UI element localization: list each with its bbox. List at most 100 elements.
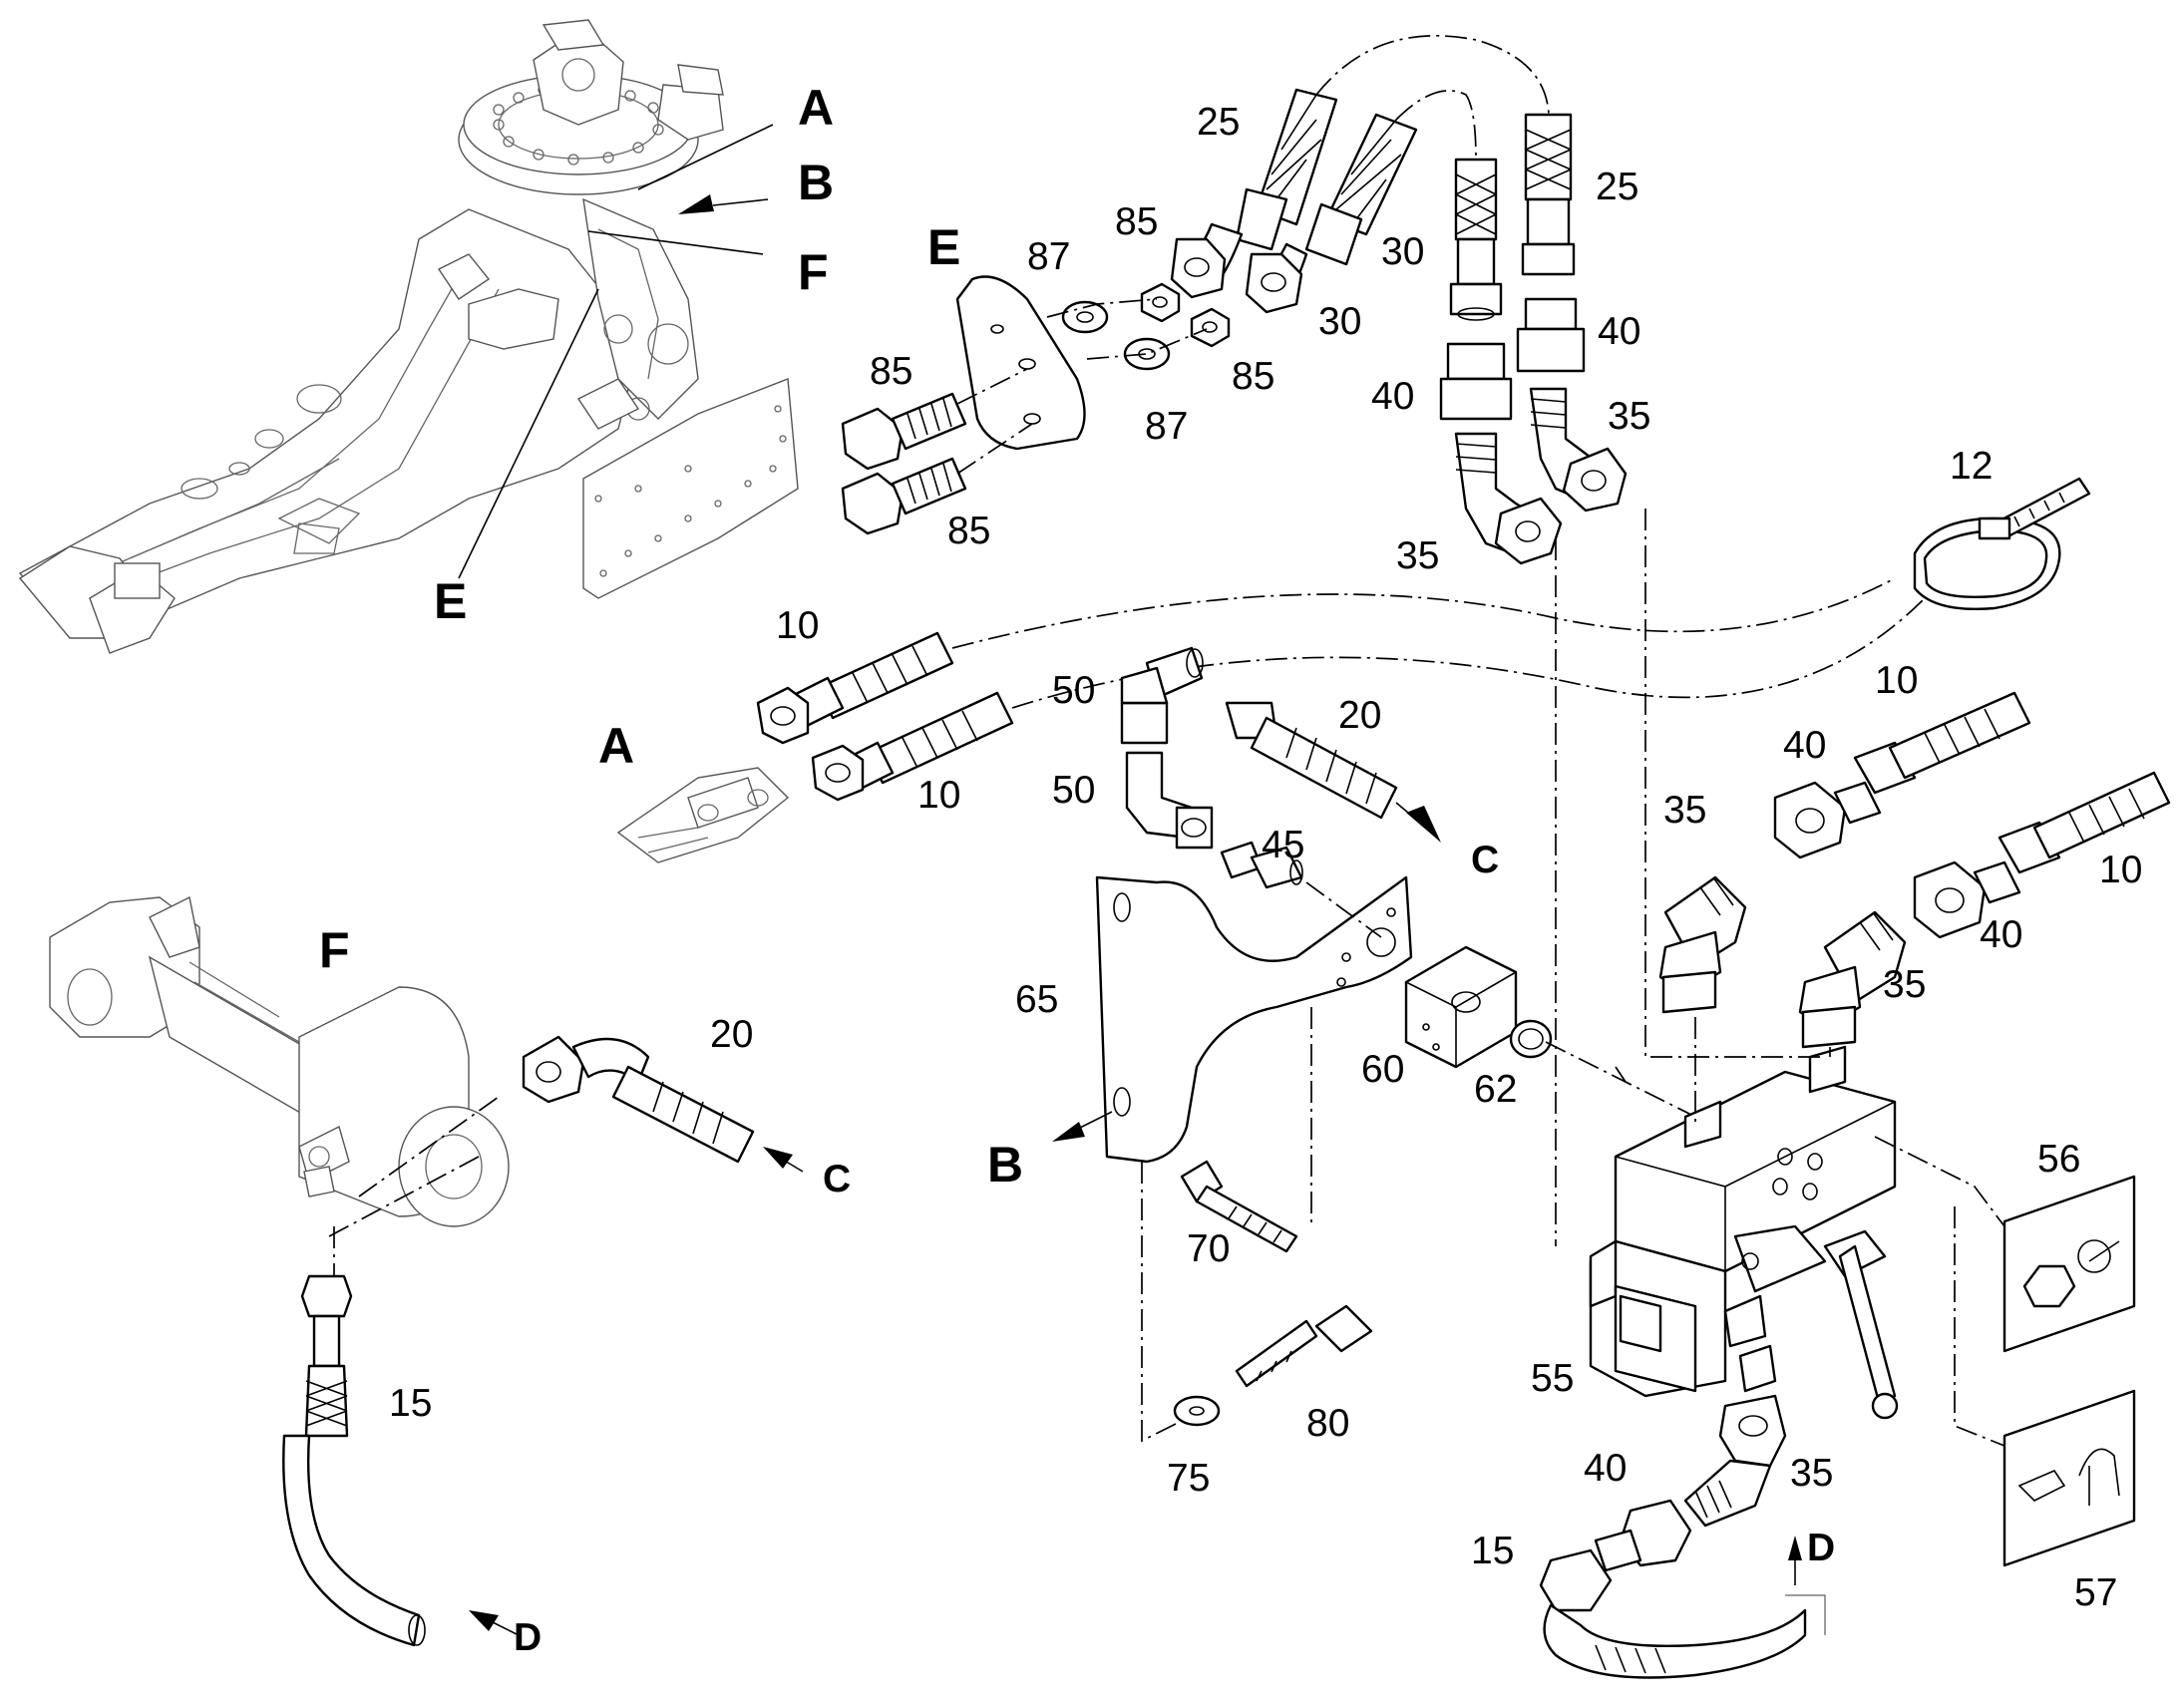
hose-20-top xyxy=(1225,701,1441,843)
machine-overview-illustration xyxy=(18,19,799,654)
callout-10: 10 xyxy=(2099,849,2142,891)
flow-arrow-B xyxy=(1052,1111,1113,1142)
symbol-plate-56 xyxy=(2002,1175,2136,1353)
callout-40: 40 xyxy=(1783,724,1826,767)
callout-40: 40 xyxy=(1980,913,2022,956)
callout-87: 87 xyxy=(1027,235,1070,278)
label-overview-F: F xyxy=(798,244,829,300)
elbow-35-right-lower xyxy=(1798,910,1907,1049)
callout-40: 40 xyxy=(1584,1447,1627,1490)
callout-75: 75 xyxy=(1167,1457,1210,1500)
o-ring-62 xyxy=(1509,1019,1553,1059)
washer-75 xyxy=(1173,1395,1221,1427)
cylinder-F-ghost xyxy=(49,895,510,1227)
bolt-70 xyxy=(1180,1160,1298,1253)
callout-30: 30 xyxy=(1318,300,1361,343)
callout-70: 70 xyxy=(1187,1227,1230,1270)
cable-tie-12 xyxy=(1913,477,2091,610)
hose-25-right xyxy=(1521,113,1576,276)
label-overview-A: A xyxy=(798,80,834,136)
callout-35: 35 xyxy=(1608,395,1650,438)
callout-50: 50 xyxy=(1052,669,1095,712)
adapter-40-right-lower xyxy=(1913,860,2021,939)
elbow-fitting-85-upper xyxy=(841,392,967,471)
bolt-80 xyxy=(1235,1304,1373,1388)
callout-25: 25 xyxy=(1596,166,1638,208)
callout-25: 25 xyxy=(1197,101,1240,144)
symbol-plate-57 xyxy=(2002,1389,2136,1567)
adapter-40-top-left xyxy=(1439,342,1513,421)
callout-87: 87 xyxy=(1145,405,1188,448)
elbow-35-top-right xyxy=(1529,387,1628,512)
flange-block-E xyxy=(955,275,1086,451)
label-detail-A: A xyxy=(598,718,634,774)
callout-15: 15 xyxy=(389,1382,432,1425)
hose-10-A-upper xyxy=(756,631,954,745)
callout-85: 85 xyxy=(1232,355,1274,398)
hose-30-right xyxy=(1449,158,1503,321)
hose-15-bottom xyxy=(1539,1548,1826,1679)
elbow-fitting-85-lower xyxy=(841,457,967,535)
flow-arrow-D-right xyxy=(1788,1536,1802,1585)
label-flow-D-right: D xyxy=(1807,1527,1835,1569)
flow-arrow-D-left xyxy=(469,1610,520,1636)
label-flow-D-left: D xyxy=(514,1616,542,1659)
label-flow-C-left: C xyxy=(823,1158,851,1200)
label-overview-B: B xyxy=(798,155,834,210)
elbow-50-upper xyxy=(1120,646,1204,745)
callout-10: 10 xyxy=(1875,659,1918,702)
label-detail-B: B xyxy=(987,1137,1023,1193)
bracket-65 xyxy=(1095,875,1413,1164)
callout-40: 40 xyxy=(1371,375,1414,418)
callout-20: 20 xyxy=(1338,694,1381,737)
callout-50: 50 xyxy=(1052,769,1095,812)
callout-15: 15 xyxy=(1471,1530,1514,1572)
adapter-40-right-upper xyxy=(1773,781,1882,859)
callout-35: 35 xyxy=(1663,789,1706,832)
callout-80: 80 xyxy=(1306,1402,1349,1445)
adapter-40-bottom xyxy=(1594,1499,1692,1572)
elbow-35-top-left xyxy=(1454,432,1563,565)
adapter-40-top-right xyxy=(1516,297,1586,373)
callout-45: 45 xyxy=(1262,824,1304,866)
elbow-50-lower xyxy=(1125,751,1214,850)
callout-65: 65 xyxy=(1015,978,1058,1021)
nipple-45 xyxy=(1220,841,1303,889)
hose-25-left xyxy=(1170,88,1338,299)
nut-85-lower xyxy=(1190,307,1231,348)
callout-57: 57 xyxy=(2074,1571,2117,1614)
callout-60: 60 xyxy=(1361,1048,1404,1091)
hose-10-right-upper xyxy=(1853,691,2031,795)
label-detail-E: E xyxy=(927,219,960,275)
hose-15-F xyxy=(282,1274,426,1647)
callout-62: 62 xyxy=(1474,1068,1517,1111)
hose-20-F xyxy=(522,1035,755,1164)
label-overview-E: E xyxy=(434,573,467,629)
callout-10: 10 xyxy=(776,604,819,647)
elbow-35-bottom xyxy=(1683,1394,1787,1528)
label-flow-C-top: C xyxy=(1471,839,1499,881)
hose-10-right-lower xyxy=(1998,771,2171,874)
nut-85-upper xyxy=(1140,282,1181,323)
callout-30: 30 xyxy=(1381,230,1424,273)
callout-35: 35 xyxy=(1883,963,1926,1006)
callout-55: 55 xyxy=(1531,1357,1574,1400)
callout-40: 40 xyxy=(1598,310,1640,353)
callout-35: 35 xyxy=(1396,534,1439,577)
valve-block-55 xyxy=(1589,1045,1899,1420)
flow-arrow-C-left xyxy=(763,1147,804,1173)
callout-20: 20 xyxy=(710,1013,753,1056)
callout-85: 85 xyxy=(1115,200,1158,243)
hose-10-A-lower xyxy=(811,691,1014,802)
washer-87-lower xyxy=(1123,337,1171,371)
callout-10: 10 xyxy=(917,774,960,817)
hose-30-left xyxy=(1245,113,1418,314)
callout-12: 12 xyxy=(1950,445,1993,488)
plate-60 xyxy=(1404,945,1518,1069)
callout-85: 85 xyxy=(870,350,912,393)
elbow-35-right-upper xyxy=(1658,875,1747,1014)
callout-85: 85 xyxy=(947,510,990,552)
callout-35: 35 xyxy=(1790,1452,1833,1495)
label-detail-F: F xyxy=(319,922,350,978)
